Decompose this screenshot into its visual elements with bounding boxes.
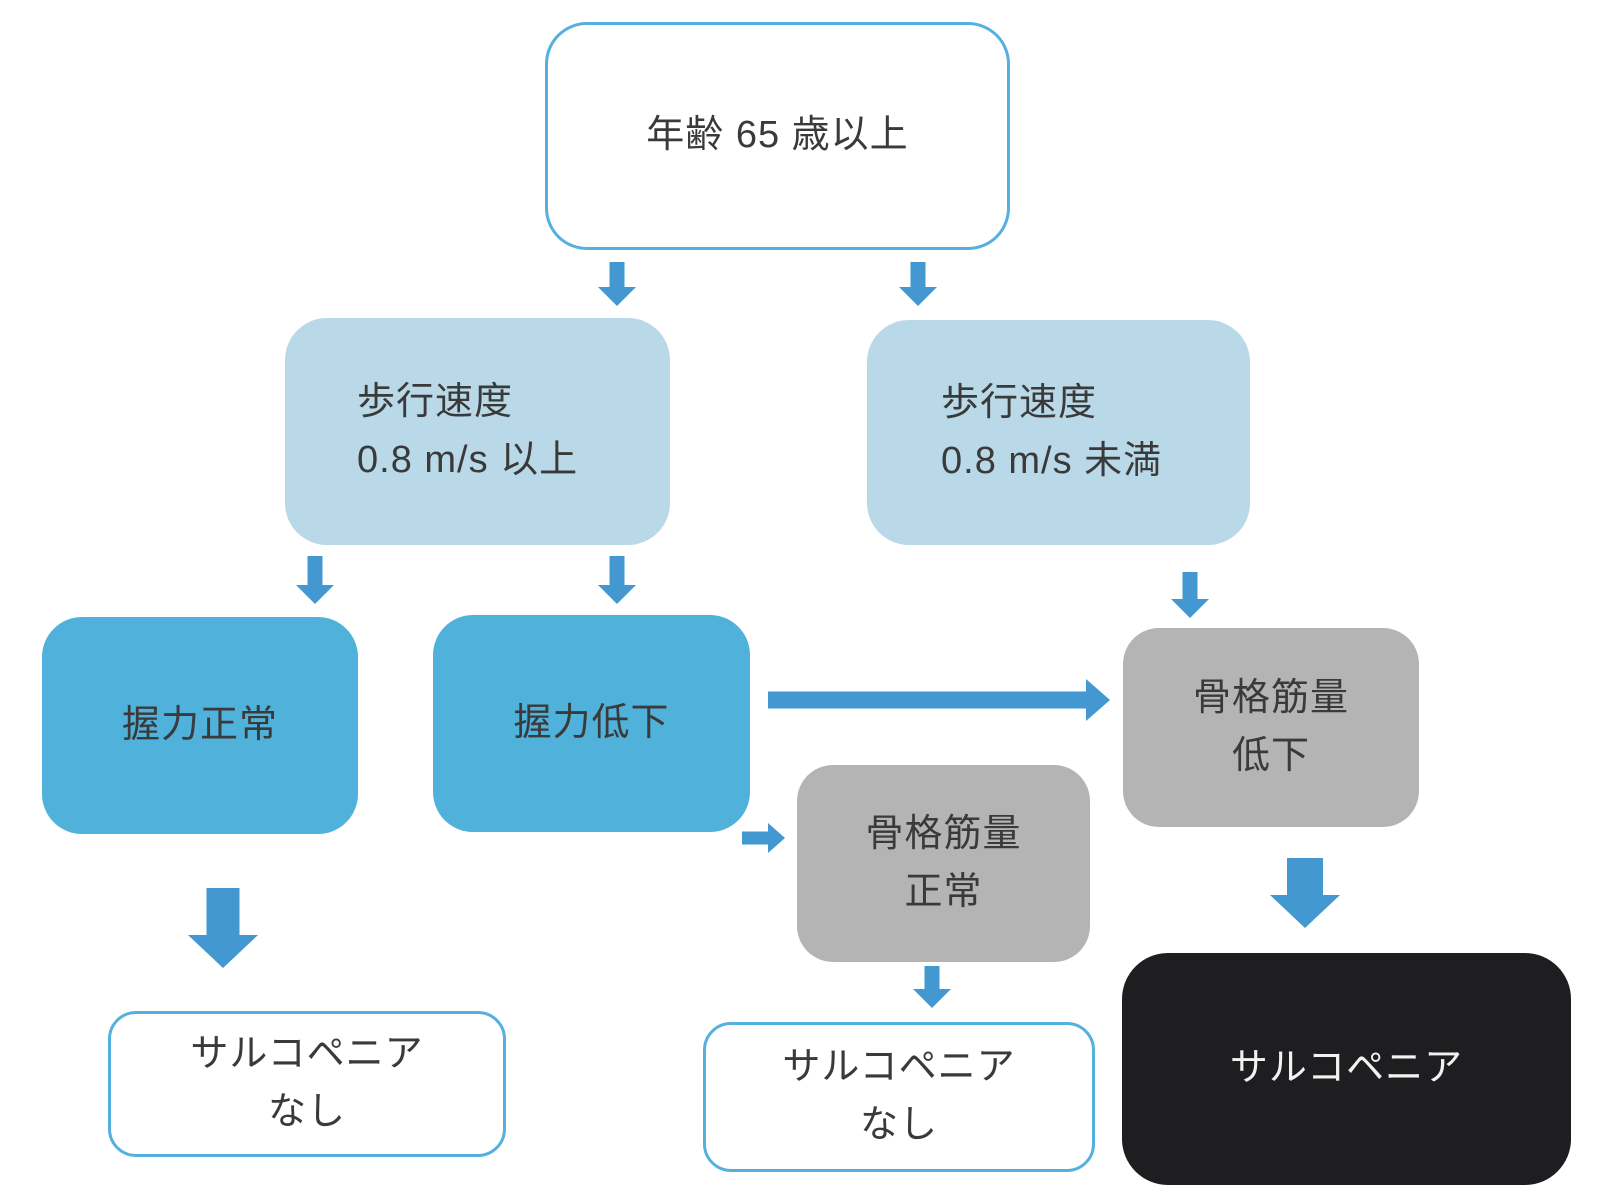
arrow-grip-low-to-muscle-low bbox=[768, 679, 1110, 721]
node-no-sarcopenia-mid-label: サルコペニア なし bbox=[782, 1046, 1016, 1146]
node-grip-normal: 握力正常 bbox=[42, 617, 358, 834]
node-muscle-mass-low: 骨格筋量 低下 bbox=[1123, 628, 1419, 827]
node-muscle-mass-low-label: 骨格筋量 低下 bbox=[1192, 676, 1349, 777]
node-sarcopenia: サルコペニア bbox=[1122, 953, 1571, 1185]
node-muscle-mass-normal: 骨格筋量 正常 bbox=[797, 765, 1090, 962]
node-no-sarcopenia-left: サルコペニア なし bbox=[108, 1011, 506, 1157]
arrow-muscle-low-to-sarcopenia bbox=[1270, 858, 1340, 928]
arrow-gait-fast-to-grip-low bbox=[598, 556, 636, 604]
arrow-age-to-gait-slow bbox=[899, 262, 937, 306]
node-muscle-mass-normal-label: 骨格筋量 正常 bbox=[865, 812, 1022, 913]
node-grip-low: 握力低下 bbox=[433, 615, 750, 832]
arrow-gait-fast-to-grip-normal bbox=[296, 556, 334, 604]
node-grip-normal-label: 握力正常 bbox=[121, 703, 278, 746]
arrow-grip-low-to-muscle-normal bbox=[742, 823, 785, 853]
node-grip-low-label: 握力低下 bbox=[513, 701, 670, 744]
node-age-label: 年齢 65 歳以上 bbox=[646, 114, 909, 157]
node-no-sarcopenia-left-label: サルコペニア なし bbox=[190, 1033, 424, 1133]
arrow-grip-normal-to-no-sarcopenia bbox=[188, 888, 258, 968]
node-gait-speed-slow-label: 歩行速度 0.8 m/s 未満 bbox=[941, 381, 1163, 482]
arrow-age-to-gait-fast bbox=[598, 262, 636, 306]
arrow-muscle-normal-to-no-sarcopenia bbox=[913, 966, 951, 1008]
node-gait-speed-slow: 歩行速度 0.8 m/s 未満 bbox=[867, 320, 1250, 545]
node-age: 年齢 65 歳以上 bbox=[545, 22, 1010, 250]
arrow-gait-slow-to-muscle-low bbox=[1171, 572, 1209, 618]
node-no-sarcopenia-mid: サルコペニア なし bbox=[703, 1022, 1095, 1172]
node-sarcopenia-label: サルコペニア bbox=[1229, 1047, 1464, 1090]
node-gait-speed-fast: 歩行速度 0.8 m/s 以上 bbox=[285, 318, 670, 545]
node-gait-speed-fast-label: 歩行速度 0.8 m/s 以上 bbox=[357, 380, 579, 481]
